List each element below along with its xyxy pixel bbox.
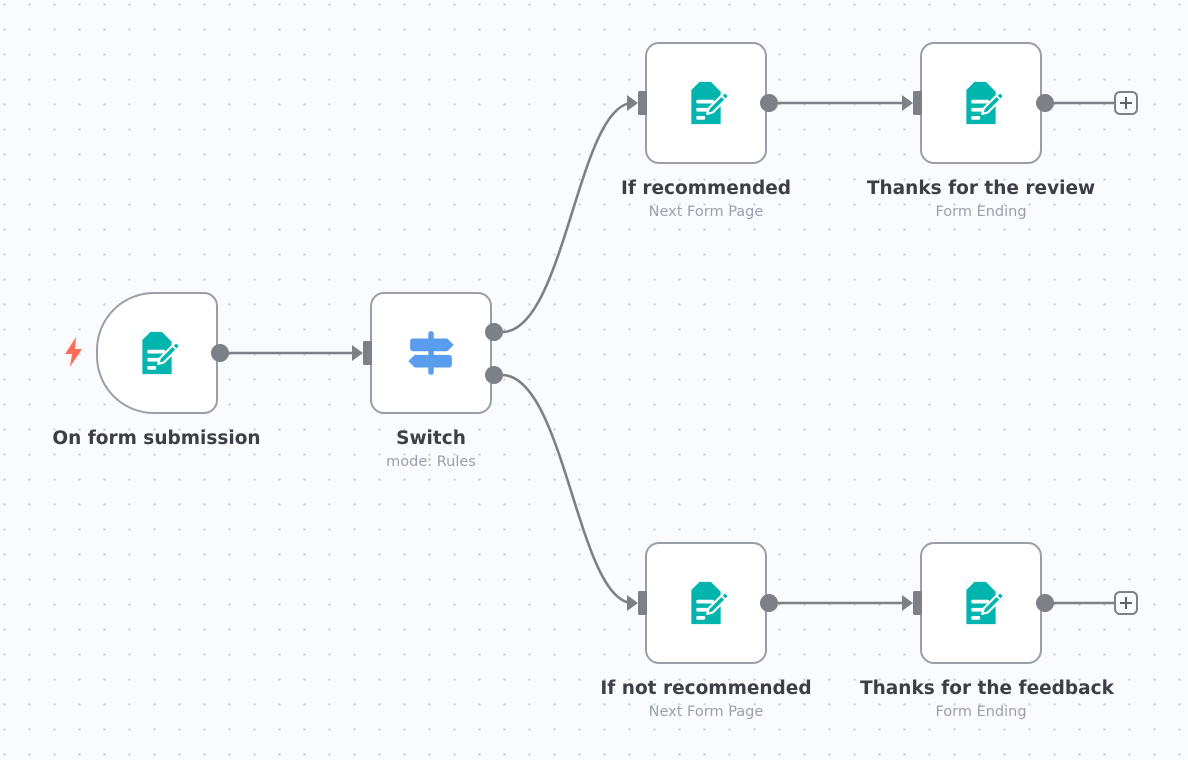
node-thanks-for-the-review[interactable] [920,42,1042,164]
form-document-pencil-icon [691,581,731,625]
node-title: If recommended [620,178,792,199]
trigger-lightning-bolt-icon [65,337,82,367]
add-node-button[interactable] [1114,91,1138,115]
node-thanks-for-the-feedback[interactable] [920,542,1042,664]
add-node-button[interactable] [1114,591,1138,615]
node-subtitle: Form Ending [935,204,1027,221]
node-title: On form submission [52,428,261,449]
input-endpoint-switch[interactable] [352,340,374,366]
node-if-recommended[interactable] [645,42,767,164]
label-thanks-for-the-review: Thanks for the review Form Ending [860,177,1102,224]
output-endpoint-if-not-recommended[interactable] [760,594,778,612]
output-endpoint-thanks-for-the-feedback[interactable] [1036,594,1054,612]
input-endpoint-thanks-for-the-review[interactable] [902,90,924,116]
output-endpoint-if-recommended[interactable] [760,94,778,112]
edge-switch-to-ifnotrecommended [502,373,633,605]
label-thanks-for-the-feedback: Thanks for the feedback Form Ending [860,677,1114,724]
node-title: Thanks for the review [866,178,1096,199]
output-endpoint-on-form-submission[interactable] [211,344,229,362]
input-endpoint-thanks-for-the-feedback[interactable] [902,590,924,616]
output-endpoint-thanks-for-the-review[interactable] [1036,94,1054,112]
node-if-not-recommended[interactable] [645,542,767,664]
form-document-pencil-icon [966,581,1006,625]
label-if-recommended: If recommended Next Form Page [585,177,827,224]
label-if-not-recommended: If not recommended Next Form Page [585,677,827,724]
node-title: Thanks for the feedback [860,678,1114,699]
node-title: Switch [396,428,466,449]
edge-switch-to-ifrecommended [502,101,633,334]
form-document-pencil-icon [691,81,731,125]
input-endpoint-if-not-recommended[interactable] [627,590,649,616]
node-subtitle: Form Ending [935,704,1027,721]
node-subtitle: mode: Rules [386,454,476,471]
node-title: If not recommended [600,678,812,699]
output-endpoint-switch-0[interactable] [485,323,503,341]
node-subtitle: Next Form Page [648,704,764,721]
signpost-switch-icon [408,331,454,375]
node-subtitle: Next Form Page [648,204,764,221]
node-on-form-submission[interactable] [96,292,218,414]
label-on-form-submission: On form submission [0,427,313,450]
input-endpoint-if-recommended[interactable] [627,90,649,116]
label-switch: Switch mode: Rules [310,427,552,474]
form-document-pencil-icon [966,81,1006,125]
form-document-pencil-icon [142,331,182,375]
output-endpoint-switch-1[interactable] [485,366,503,384]
node-switch[interactable] [370,292,492,414]
